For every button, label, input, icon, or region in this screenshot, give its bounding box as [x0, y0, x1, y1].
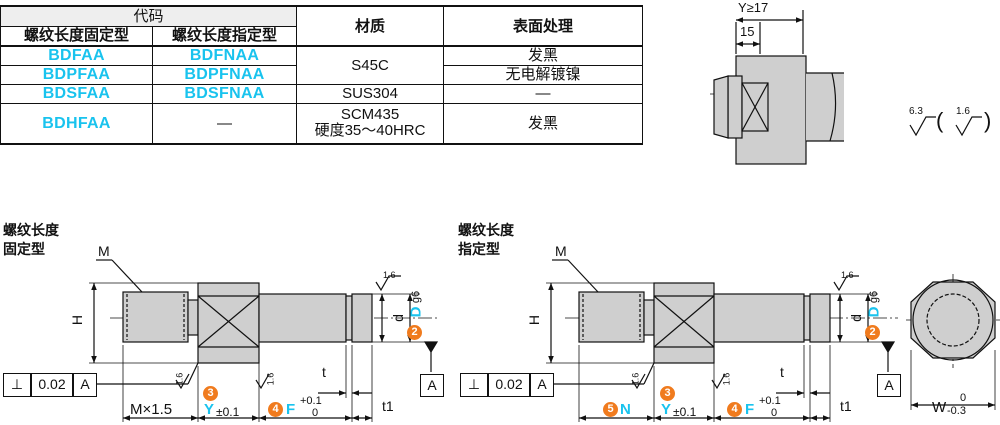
right-label-t: t [780, 364, 784, 380]
surface-row4: 发黑 [443, 102, 644, 145]
code-fixed-row2: BDPFAA [0, 64, 153, 85]
material-row4-line2: 硬度35～40HRC [314, 122, 426, 140]
header-specified-type: 螺纹长度指定型 [151, 25, 298, 47]
right-tol-F-upper: +0.1 [759, 395, 781, 407]
header-code-group: 代码 [0, 5, 298, 27]
code-specified-row2: BDPFNAA [151, 64, 298, 85]
left-label-g6: g6 [410, 290, 423, 304]
right-label-g6: g6 [868, 290, 881, 304]
roughness-paren-close: ) [984, 108, 992, 133]
left-rough-top: 1.6 [383, 270, 396, 280]
end-label-w: W [932, 399, 947, 416]
header-material: 材质 [296, 5, 445, 47]
right-label-N: N [620, 401, 631, 418]
roughness-paren-value: 1.6 [956, 106, 970, 117]
left-shaft-drawing [89, 259, 440, 422]
right-datum-box: A [877, 374, 901, 397]
left-tol-Y: ±0.1 [216, 405, 240, 419]
left-label-Y: Y [204, 401, 215, 418]
code-fixed-row3: BDSFAA [0, 83, 153, 104]
left-perp-value: 0.02 [31, 373, 73, 397]
right-title-line1: 螺纹长度 [458, 222, 514, 238]
right-perp-datum: A [530, 373, 554, 397]
right-badge-2: 2 [865, 325, 880, 340]
right-rough-thread: 1.6 [630, 372, 641, 386]
right-perp-symbol: ⊥ [460, 373, 488, 397]
left-label-h: H [69, 314, 86, 326]
hex-end-view [906, 274, 1000, 410]
left-perp-symbol: ⊥ [3, 373, 31, 397]
right-badge-5: 5 [603, 402, 618, 417]
surface-row2: 无电解镀镍 [443, 64, 644, 85]
end-tol-w-upper: 0 [960, 392, 967, 404]
right-label-h: H [526, 314, 543, 326]
right-perp-value: 0.02 [488, 373, 530, 397]
detail-y-label: Y≥17 [738, 0, 769, 15]
thread-detail-view [710, 10, 845, 165]
left-dim-m: M×1.5 [130, 401, 173, 418]
roughness-symbols [909, 116, 982, 137]
right-label-Y: Y [661, 401, 672, 418]
right-label-t1: t1 [840, 398, 852, 414]
right-rough-top: 1.6 [841, 270, 854, 280]
right-label-d: d [847, 314, 864, 322]
left-rough-shaft: 1.6 [265, 372, 276, 386]
left-title-line1: 螺纹长度 [3, 222, 59, 238]
material-row4: SCM435 硬度35～40HRC [296, 102, 445, 145]
left-label-F: F [286, 401, 296, 418]
spec-table: 代码 材质 表面处理 螺纹长度固定型 螺纹长度指定型 BDFAA BDFNAA … [0, 5, 644, 145]
left-label-m: M [98, 243, 110, 259]
code-specified-row3: BDSFNAA [151, 83, 298, 104]
end-tol-w-lower: -0.3 [947, 405, 966, 417]
left-tol-F-upper: +0.1 [300, 395, 322, 407]
left-label-t: t [322, 364, 326, 380]
left-tol-F-lower: 0 [312, 407, 319, 419]
left-title-line2: 固定型 [3, 241, 45, 257]
roughness-paren-open: ( [936, 108, 944, 133]
right-label-m: M [555, 243, 567, 259]
left-rough-thread: 1.6 [174, 372, 185, 386]
right-title-line2: 指定型 [458, 241, 500, 257]
left-badge-4: 4 [268, 402, 283, 417]
right-tol-Y: ±0.1 [673, 405, 697, 419]
material-row4-line1: SCM435 [340, 106, 400, 124]
code-specified-row4: — [151, 102, 298, 145]
right-tol-F-lower: 0 [771, 407, 778, 419]
left-badge-2: 2 [407, 325, 422, 340]
left-perp-datum: A [73, 373, 97, 397]
left-datum-box: A [420, 374, 444, 397]
right-badge-3: 3 [660, 386, 675, 401]
right-shaft-drawing [546, 259, 898, 422]
header-fixed-type: 螺纹长度固定型 [0, 25, 153, 47]
right-label-D: D [865, 306, 883, 318]
left-label-d: d [389, 314, 406, 322]
code-fixed-row4: BDHFAA [0, 102, 153, 145]
left-label-t1: t1 [382, 398, 394, 414]
left-label-D: D [407, 306, 425, 318]
right-badge-4: 4 [727, 402, 742, 417]
roughness-main-value: 6.3 [909, 106, 923, 117]
detail-dim-15: 15 [740, 24, 755, 39]
right-rough-shaft: 1.6 [721, 372, 732, 386]
header-surface: 表面处理 [443, 5, 644, 47]
right-label-F: F [745, 401, 755, 418]
left-badge-3: 3 [203, 386, 218, 401]
